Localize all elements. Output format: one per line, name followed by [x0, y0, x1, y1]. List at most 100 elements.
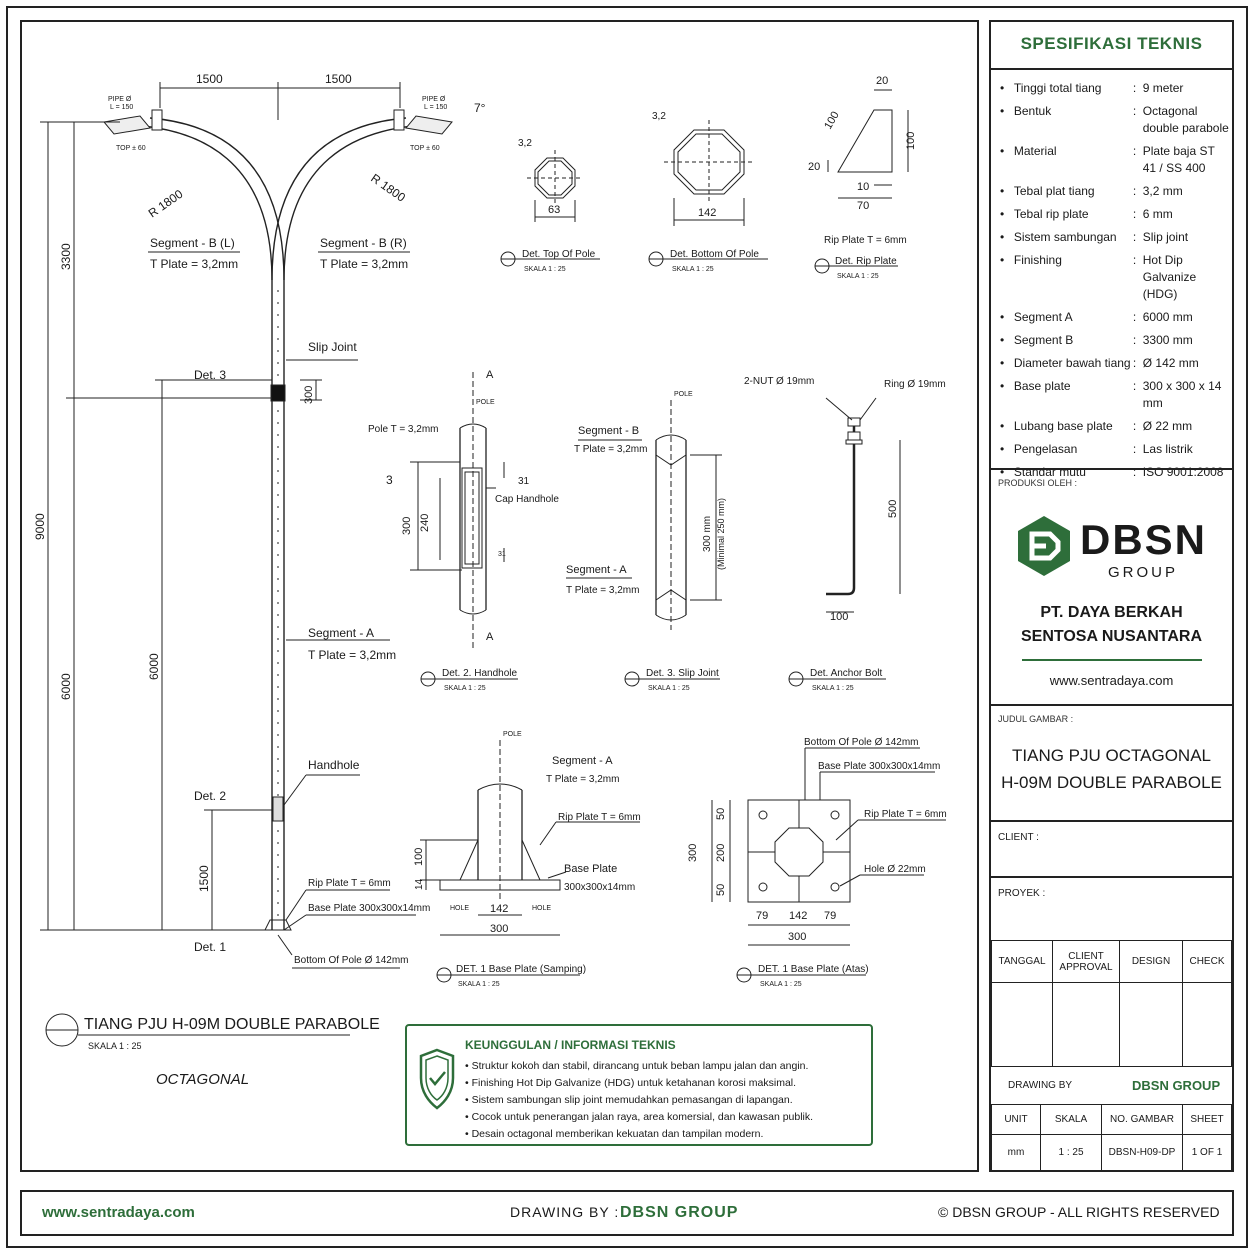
- approval-cell[interactable]: [1182, 982, 1232, 1067]
- hh-sec-top: A: [486, 369, 494, 381]
- left-pipe: [151, 109, 163, 131]
- sj-scale: SKALA 1 : 25: [648, 685, 690, 692]
- colon: :: [1132, 442, 1137, 456]
- bt-w142: 142: [789, 910, 807, 922]
- bullet: •: [1000, 81, 1005, 95]
- divider: [991, 820, 1232, 822]
- info-item: • Finishing Hot Dip Galvanize (HDG) untu…: [465, 1077, 797, 1089]
- bottom-pole-d: 142: [698, 207, 716, 219]
- info-item-text: Cocok untuk penerangan jalan raya, area …: [471, 1111, 814, 1123]
- rip-note: Rip Plate T = 6mm: [824, 235, 907, 246]
- rip-d-diag: 100: [822, 110, 842, 132]
- dim-slip-len: 300: [303, 386, 315, 404]
- divider: [991, 468, 1232, 470]
- client-field: CLIENT :: [998, 832, 1039, 843]
- title-line2: H-09M DOUBLE PARABOLE: [1001, 773, 1222, 792]
- approval-table: TANGGAL CLIENT APPROVAL DESIGN CHECK: [991, 940, 1232, 1067]
- drawing-by-value: DBSN GROUP: [1132, 1078, 1221, 1093]
- bs-rip: Rip Plate T = 6mm: [558, 812, 641, 823]
- seg-b-right: Segment - B (R): [320, 236, 407, 250]
- colon: :: [1132, 184, 1137, 198]
- hh-d240: 240: [419, 514, 431, 532]
- hh-d31a: 31: [518, 476, 530, 487]
- dim-h-upper: 3300: [59, 243, 73, 270]
- bs-h14: 14: [414, 878, 425, 890]
- spec-label: Pengelasan: [1013, 442, 1078, 456]
- bt-v200: 200: [715, 844, 727, 862]
- bt-w300: 300: [788, 931, 806, 943]
- main-scale: SKALA 1 : 25: [88, 1041, 142, 1051]
- slip-joint-pole: [655, 440, 687, 615]
- bs-hole-right: HOLE: [532, 905, 551, 912]
- spec-value: 3,2 mm: [1142, 184, 1183, 198]
- top-pole-d: 63: [548, 204, 560, 216]
- rip-d-b1: 10: [857, 181, 869, 193]
- drawing-canvas: 1500 1500 PIPE Ø L = 150 PIPE Ø L = 150 …: [33, 72, 947, 1088]
- spec-label: Bentuk: [1013, 104, 1052, 118]
- right-arm-inner: [271, 117, 407, 281]
- bt-v300: 300: [687, 844, 699, 862]
- sj-seg-b: Segment - B: [578, 425, 639, 437]
- info-header: SHEET: [1182, 1104, 1232, 1135]
- colon: :: [1132, 379, 1137, 393]
- approval-header: CLIENT APPROVAL: [1052, 940, 1120, 983]
- company-line1: PT. DAYA BERKAH: [1040, 604, 1183, 621]
- top-right: TOP ± 60: [410, 145, 440, 152]
- bs-scale: SKALA 1 : 25: [458, 981, 500, 988]
- ab-len: 500: [887, 500, 899, 518]
- rip-d-h: 100: [905, 132, 917, 150]
- bs-hole-left: HOLE: [450, 905, 469, 912]
- spec-value: Octagonal double parabole: [1142, 104, 1229, 135]
- label-slip-joint: Slip Joint: [308, 340, 357, 354]
- sj-len: 300 mm: [702, 516, 713, 552]
- approval-cell[interactable]: [1119, 982, 1183, 1067]
- rip-d-b2: 70: [857, 200, 869, 212]
- spec-label: Tebal plat tiang: [1013, 184, 1095, 198]
- approval-cell[interactable]: [1052, 982, 1120, 1067]
- bs-base: Base Plate: [564, 863, 617, 875]
- bullet: •: [1000, 379, 1005, 393]
- dim-h-lower-2: 6000: [147, 653, 161, 680]
- divider: [991, 68, 1232, 70]
- left-arm-inner: [149, 117, 285, 281]
- bottom-pole-scale: SKALA 1 : 25: [672, 266, 714, 273]
- spec-row: •Lubang base plate:Ø 22 mm: [1000, 418, 1230, 435]
- info-item: • Cocok untuk penerangan jalan raya, are…: [465, 1111, 814, 1123]
- bt-w79a: 79: [756, 910, 768, 922]
- left-lamp: [103, 115, 151, 135]
- spec-list: •Tinggi total tiang:9 meter•Bentuk:Octag…: [1000, 80, 1230, 487]
- info-list: • Struktur kokoh dan stabil, dirancang u…: [465, 1058, 865, 1143]
- spec-row: •Tebal rip plate:6 mm: [1000, 206, 1230, 223]
- spec-row: •Segment A:6000 mm: [1000, 309, 1230, 326]
- spec-value: Plate baja ST 41 / SS 400: [1142, 144, 1215, 175]
- colon: :: [1132, 104, 1137, 118]
- main-title: TIANG PJU H-09M DOUBLE PARABOLE: [84, 1016, 380, 1033]
- seg-b-left-t: T Plate = 3,2mm: [150, 257, 238, 271]
- info-table: UNIT SKALA NO. GAMBAR SHEET mm 1 : 25 DB…: [991, 1104, 1232, 1171]
- spec-row: •Tinggi total tiang:9 meter: [1000, 80, 1230, 97]
- info-item: • Sistem sambungan slip joint memudahkan…: [465, 1094, 793, 1106]
- info-header: NO. GAMBAR: [1101, 1104, 1183, 1135]
- dim-h-lower: 6000: [59, 673, 73, 700]
- hh-pole-t: Pole T = 3,2mm: [368, 424, 439, 435]
- bt-bottom: Bottom Of Pole Ø 142mm: [804, 737, 919, 748]
- spec-value: Hot Dip Galvanize (HDG): [1142, 253, 1197, 301]
- pole-shaft: [271, 280, 285, 930]
- spec-row: •Base plate:300 x 300 x 14 mm: [1000, 378, 1230, 412]
- rip-d-left: 20: [808, 161, 820, 173]
- bullet: •: [1000, 442, 1005, 456]
- hh-title: Det. 2. Handhole: [442, 668, 517, 679]
- pipe-left: PIPE Ø: [108, 96, 132, 103]
- spec-value: 3300 mm: [1142, 333, 1193, 347]
- ab-scale: SKALA 1 : 25: [812, 685, 854, 692]
- dim-h-total: 9000: [33, 513, 47, 540]
- bs-w300: 300: [490, 923, 508, 935]
- info-item-text: Finishing Hot Dip Galvanize (HDG) untuk …: [471, 1077, 797, 1089]
- bottom-pole-t: 3,2: [652, 111, 666, 122]
- pipe-len-right: L = 150: [424, 104, 447, 111]
- info-value: DBSN-H09-DP: [1101, 1134, 1183, 1171]
- footer-website[interactable]: www.sentradaya.com: [42, 1204, 195, 1221]
- approval-cell[interactable]: [991, 982, 1053, 1067]
- bt-w79b: 79: [824, 910, 836, 922]
- bt-v50a: 50: [715, 808, 727, 820]
